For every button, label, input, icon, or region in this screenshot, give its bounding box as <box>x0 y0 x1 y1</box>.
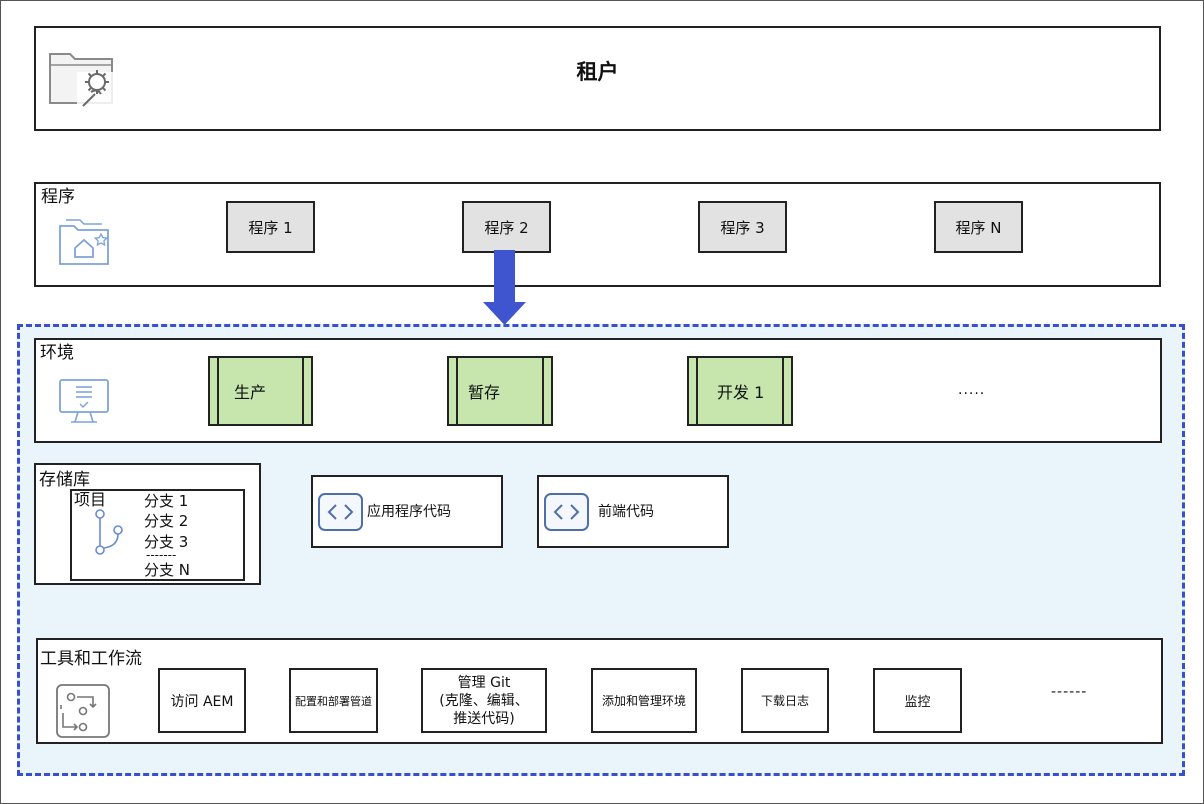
manage-git-detail-1: (克隆、编辑、 <box>439 692 529 709</box>
manage-environments-button[interactable]: 添加和管理环境 <box>591 668 697 733</box>
app-code-box[interactable]: 应用程序代码 <box>311 475 503 548</box>
env-production-label: 生产 <box>234 383 267 402</box>
code-brackets-icon <box>544 493 589 531</box>
branch-separator: ------- <box>146 548 177 562</box>
access-aem-button[interactable]: 访问 AEM <box>158 668 246 733</box>
program-3[interactable]: 程序 3 <box>698 201 787 253</box>
tools-box: 工具和工作流 访问 AEM 配置和部署管道 管理 Git (克隆、编辑、 推送代… <box>36 638 1163 744</box>
manage-git-detail-2: 推送代码) <box>453 710 515 727</box>
download-logs-button[interactable]: 下载日志 <box>741 668 829 733</box>
configure-pipeline-button[interactable]: 配置和部署管道 <box>289 668 378 733</box>
tenant-box: 租户 <box>34 26 1161 131</box>
folder-gear-icon <box>47 48 121 110</box>
frontend-code-label: 前端代码 <box>598 504 654 520</box>
app-code-label: 应用程序代码 <box>367 504 451 520</box>
git-branch-icon <box>92 508 126 556</box>
env-staging-label: 暂存 <box>468 383 501 402</box>
programs-box: 程序 程序 1 程序 2 程序 3 程序 N <box>34 182 1161 287</box>
repositories-label: 存储库 <box>39 470 90 490</box>
down-arrow-icon <box>483 250 527 326</box>
project-label: 项目 <box>74 490 107 509</box>
tools-label: 工具和工作流 <box>40 649 142 669</box>
branch-n[interactable]: 分支 N <box>144 561 190 579</box>
env-dev-1[interactable]: 开发 1 <box>687 356 793 426</box>
env-dev-1-label: 开发 1 <box>717 383 765 402</box>
workflow-icon <box>43 681 113 741</box>
program-1[interactable]: 程序 1 <box>226 201 315 253</box>
folder-home-icon <box>58 214 112 266</box>
environments-box: 环境 生产 暂存 开发 1 ..... <box>34 338 1162 443</box>
program-n[interactable]: 程序 N <box>934 201 1023 253</box>
tenant-title: 租户 <box>576 60 619 84</box>
branch-2[interactable]: 分支 2 <box>144 512 189 530</box>
env-production[interactable]: 生产 <box>208 356 313 426</box>
branch-1[interactable]: 分支 1 <box>144 492 189 510</box>
env-staging[interactable]: 暂存 <box>447 356 553 426</box>
code-brackets-icon <box>318 493 363 531</box>
monitoring-button[interactable]: 监控 <box>873 668 962 733</box>
monitor-icon <box>58 378 110 424</box>
program-2[interactable]: 程序 2 <box>462 201 551 253</box>
env-more: ..... <box>958 382 986 398</box>
frontend-code-box[interactable]: 前端代码 <box>537 475 729 548</box>
environments-label: 环境 <box>40 343 74 363</box>
repositories-box: 存储库 项目 分支 1 分支 2 分支 3 ------- 分支 N <box>34 463 261 585</box>
manage-git-button[interactable]: 管理 Git (克隆、编辑、 推送代码) <box>421 668 547 733</box>
project-box: 项目 分支 1 分支 2 分支 3 ------- 分支 N <box>70 489 245 581</box>
branch-3[interactable]: 分支 3 <box>144 533 189 551</box>
manage-git-title: 管理 Git <box>457 674 511 691</box>
programs-label: 程序 <box>41 187 75 207</box>
tools-more: ------ <box>1051 684 1088 700</box>
